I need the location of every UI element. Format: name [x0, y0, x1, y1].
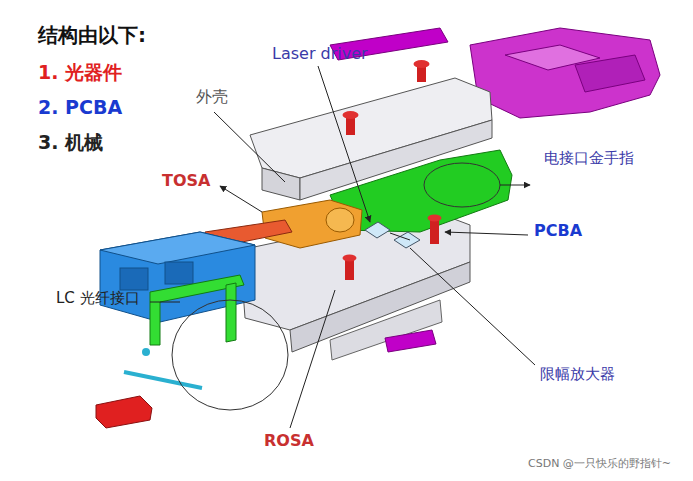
- leader-line: [150, 302, 180, 303]
- screw: [343, 111, 359, 119]
- connector-detail: [575, 55, 645, 92]
- part-label: TOSA: [162, 172, 210, 190]
- part-label: ROSA: [264, 432, 314, 450]
- screw: [428, 215, 442, 222]
- part-label: LC 光纤接口: [56, 290, 140, 307]
- rod: [124, 372, 202, 388]
- category-item: 1. 光器件: [38, 62, 122, 84]
- laser-driver-chip: [365, 222, 390, 238]
- leader-line: [318, 66, 370, 222]
- category-item: 3. 机械: [38, 132, 103, 154]
- part-label: PCBA: [534, 222, 582, 240]
- screw: [430, 218, 439, 244]
- part-label: 外壳: [196, 88, 228, 106]
- connector-block: [470, 28, 660, 118]
- lower-housing-rail: [330, 300, 442, 360]
- part-label: Laser driver: [272, 45, 368, 63]
- leader-line: [410, 248, 535, 365]
- heading: 结构由以下:: [38, 24, 146, 47]
- leader-line: [290, 290, 335, 428]
- pull-tab: [96, 396, 152, 428]
- bottom-plate: [385, 330, 436, 352]
- leader-line: [445, 232, 528, 235]
- tosa-part: [326, 208, 354, 232]
- leader-line: [214, 112, 285, 182]
- lc-port: [165, 262, 193, 284]
- highlight-circle: [424, 163, 500, 207]
- highlight-circle: [172, 300, 288, 410]
- upper-shell-side: [262, 168, 300, 200]
- leader-line: [220, 186, 262, 212]
- screw: [414, 60, 430, 68]
- part-label: 限幅放大器: [540, 366, 615, 383]
- watermark: CSDN @一只快乐的野指针~: [528, 458, 671, 471]
- leader-line: [390, 233, 410, 240]
- lc-latch: [226, 283, 236, 342]
- part-label: 电接口金手指: [544, 150, 634, 167]
- pin: [142, 348, 150, 356]
- leader-line: [500, 185, 530, 186]
- rosa-block-top: [100, 232, 255, 264]
- category-item: 2. PCBA: [38, 97, 122, 119]
- limiting-amplifier-chip: [394, 232, 420, 248]
- screw: [343, 255, 357, 262]
- lc-port: [120, 268, 148, 290]
